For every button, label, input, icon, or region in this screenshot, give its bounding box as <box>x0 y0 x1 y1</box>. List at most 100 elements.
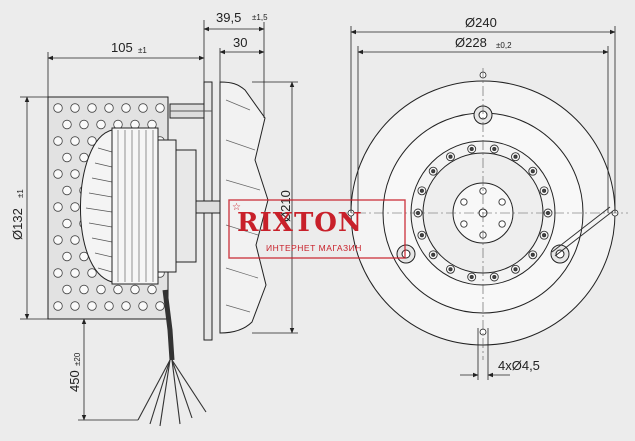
dim-228: Ø228 <box>455 35 487 50</box>
perforation-hole <box>62 185 72 196</box>
mount-screw-slot <box>555 249 565 259</box>
motor-rib <box>91 237 113 243</box>
motor-rib <box>88 222 113 228</box>
center-bolt <box>498 198 506 206</box>
dim-39-5: 39,5 <box>216 10 241 25</box>
perforation-hole <box>138 103 148 113</box>
motor-rib <box>94 252 113 258</box>
perforation-hole <box>70 103 80 113</box>
perforation-hole <box>62 152 72 163</box>
perforation-hole <box>155 103 165 113</box>
hub-bolt-center <box>542 188 547 193</box>
perforation-hole <box>79 119 89 130</box>
rixton-watermark: RIXTON ИНТЕРНЕТ МАГАЗИН ☆ <box>228 199 406 259</box>
perforation-hole <box>147 284 157 295</box>
perforation-hole <box>53 169 63 179</box>
perforation-hole <box>53 268 63 278</box>
dim-228-tol: ±0,2 <box>496 41 512 50</box>
hub-bolt-center <box>448 267 453 272</box>
perforation-hole <box>70 301 80 311</box>
center-bolt <box>460 198 468 206</box>
motor-rib <box>85 207 113 213</box>
perforation-hole <box>79 284 89 295</box>
center-bolt <box>498 220 506 228</box>
center-bolts <box>460 187 506 239</box>
hub-bolts <box>413 144 553 282</box>
dim-30: 30 <box>233 35 247 50</box>
dim-39-5-tol: ±1,5 <box>252 13 268 22</box>
mount-screw-slot <box>401 249 411 259</box>
perforation-hole <box>53 136 63 146</box>
impeller-profile <box>219 81 269 334</box>
motor-flange <box>157 139 177 273</box>
dim-132: Ø132 <box>10 208 25 240</box>
motor-dome <box>80 129 113 283</box>
dim-240: Ø240 <box>465 15 497 30</box>
cable-wires <box>137 359 207 427</box>
watermark-star-icon: ☆ <box>232 202 241 213</box>
perforation-hole <box>113 284 123 295</box>
power-cable <box>162 289 175 361</box>
motor-rib <box>88 192 113 198</box>
motor-rib <box>94 162 113 168</box>
perforation-hole <box>87 268 97 278</box>
perforation-hole <box>155 301 165 311</box>
perforation-hole <box>70 202 80 212</box>
motor-rib <box>97 267 113 273</box>
center-bolt <box>460 220 468 228</box>
dim-210: Ø210 <box>278 190 293 222</box>
motor-ribs <box>85 147 113 273</box>
motor-mount <box>175 149 197 263</box>
mounting-holes <box>396 105 570 264</box>
motor-stator <box>111 127 159 285</box>
perforation-hole <box>96 284 106 295</box>
perforation-hole <box>70 268 80 278</box>
perforation-hole <box>121 301 131 311</box>
motor-rib <box>91 177 113 183</box>
hub-bolt-center <box>469 274 474 280</box>
front-view <box>338 68 628 360</box>
perforation-hole <box>138 301 148 311</box>
side-dimensions <box>20 20 298 421</box>
perforation-hole <box>62 218 72 229</box>
perforation-hole <box>87 301 97 311</box>
hub-bolt-center <box>469 146 474 152</box>
stator-lines <box>117 130 154 282</box>
perforation-hole <box>53 235 63 245</box>
perforation-hole <box>104 103 114 113</box>
hub-bolt-center <box>513 267 518 272</box>
perforation-hole <box>70 169 80 179</box>
hub-bolt-center <box>431 169 436 174</box>
hub-bolt-center <box>448 154 453 159</box>
watermark-subtitle: ИНТЕРНЕТ МАГАЗИН <box>266 243 362 253</box>
perforation-hole <box>121 103 131 113</box>
hub-bolt-center <box>530 169 535 174</box>
hub-bolt-center <box>513 154 518 159</box>
motor-rib <box>97 147 113 153</box>
perforation-hole <box>130 284 140 295</box>
dim-105-tol: ±1 <box>138 46 147 55</box>
side-view <box>47 81 269 427</box>
perforation-hole <box>104 301 114 311</box>
dim-holes: 4xØ4,5 <box>498 358 540 373</box>
hub-bolt-center <box>492 146 497 152</box>
hub-bolt-center <box>542 233 547 238</box>
perforation-hole <box>87 103 97 113</box>
dim-105: 105 <box>111 40 133 55</box>
perforation-hole <box>70 235 80 245</box>
perforation-hole <box>70 136 80 146</box>
perforation-hole <box>96 119 106 130</box>
perforation-hole <box>53 301 63 311</box>
hub-bolt-center <box>431 252 436 257</box>
perforation-hole <box>87 136 97 146</box>
dim-132-tol: ±1 <box>16 189 25 198</box>
watermark-brand: RIXTON <box>237 208 363 238</box>
perforation-hole <box>53 202 63 212</box>
front-dimensions <box>350 26 616 380</box>
dim-450: 450 <box>67 370 82 392</box>
perforation-hole <box>62 284 72 295</box>
perforation-hole <box>62 119 72 130</box>
cable-exit <box>551 206 611 253</box>
